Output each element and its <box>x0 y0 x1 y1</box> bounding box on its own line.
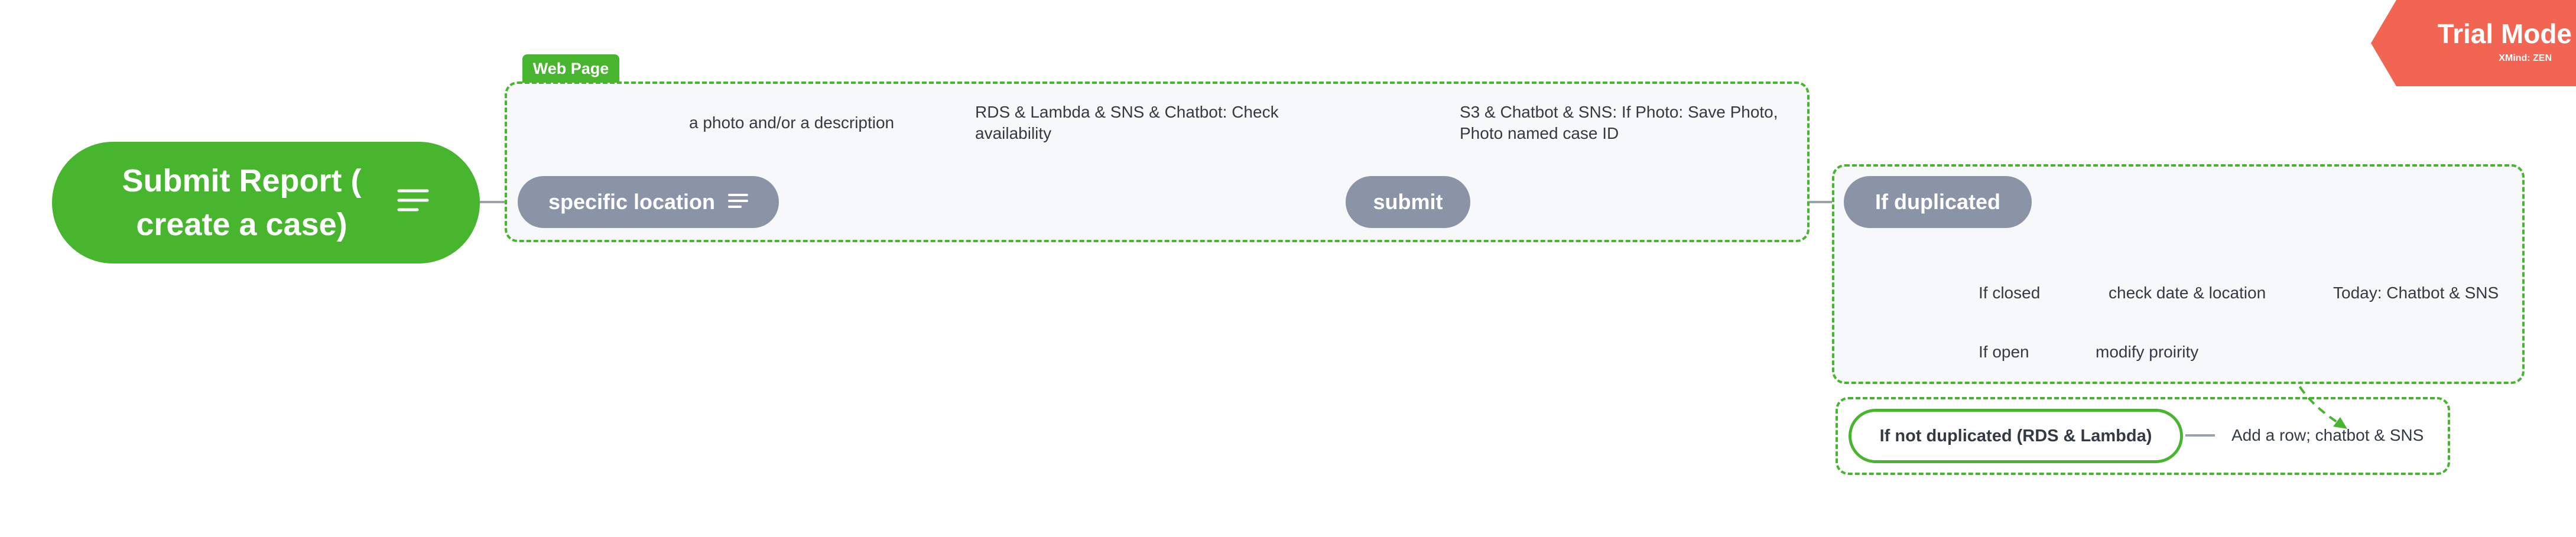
subtopic-s3-save-line2: Photo named case ID <box>1460 124 1619 142</box>
subtopic-modify-priority[interactable]: modify proirity <box>2096 343 2199 361</box>
topic-if-not-duplicated-label: If not duplicated (RDS & Lambda) <box>1879 426 2152 445</box>
notes-icon <box>397 181 429 224</box>
subtopic-if-open[interactable]: If open <box>1979 343 2029 361</box>
notes-icon <box>728 190 749 214</box>
subtopic-s3-save[interactable]: S3 & Chatbot & SNS: If Photo: Save Photo… <box>1460 102 1778 144</box>
topic-submit-label: submit <box>1373 190 1443 214</box>
topic-if-duplicated[interactable]: If duplicated <box>1844 176 2032 228</box>
topic-specific-location[interactable]: specific location <box>518 176 779 228</box>
trial-mode-title: Trial Mode <box>2437 18 2572 49</box>
subtopic-rds-check[interactable]: RDS & Lambda & SNS & Chatbot: Check avai… <box>975 102 1279 144</box>
subtopic-check-date-location[interactable]: check date & location <box>2109 284 2266 302</box>
central-topic-label: Submit Report ( create a case) <box>122 163 362 242</box>
relationship-arrowhead <box>2333 417 2347 429</box>
subtopic-rds-check-line2: availability <box>975 124 1052 142</box>
central-topic[interactable]: Submit Report ( create a case) <box>52 142 480 263</box>
boundary-label-web-page: Web Page <box>522 54 619 83</box>
subtopic-add-row[interactable]: Add a row; chatbot & SNS <box>2231 426 2424 444</box>
subtopic-today-chatbot-sns[interactable]: Today: Chatbot & SNS <box>2333 284 2499 302</box>
topic-if-duplicated-label: If duplicated <box>1875 190 2000 214</box>
subtopic-rds-check-line1: RDS & Lambda & SNS & Chatbot: Check <box>975 103 1279 121</box>
subtopic-if-closed[interactable]: If closed <box>1979 284 2041 302</box>
subtopic-photo-description[interactable]: a photo and/or a description <box>689 113 895 132</box>
subtopic-s3-save-line1: S3 & Chatbot & SNS: If Photo: Save Photo… <box>1460 103 1778 121</box>
topic-submit[interactable]: submit <box>1346 176 1470 228</box>
topic-specific-location-label: specific location <box>548 190 716 214</box>
trial-mode-brand: XMind: ZEN <box>2499 53 2552 63</box>
boundary-if-not-duplicated <box>1836 397 2450 475</box>
trial-badge-shape <box>2371 0 2576 86</box>
topic-if-not-duplicated[interactable]: If not duplicated (RDS & Lambda) <box>1849 409 2183 463</box>
